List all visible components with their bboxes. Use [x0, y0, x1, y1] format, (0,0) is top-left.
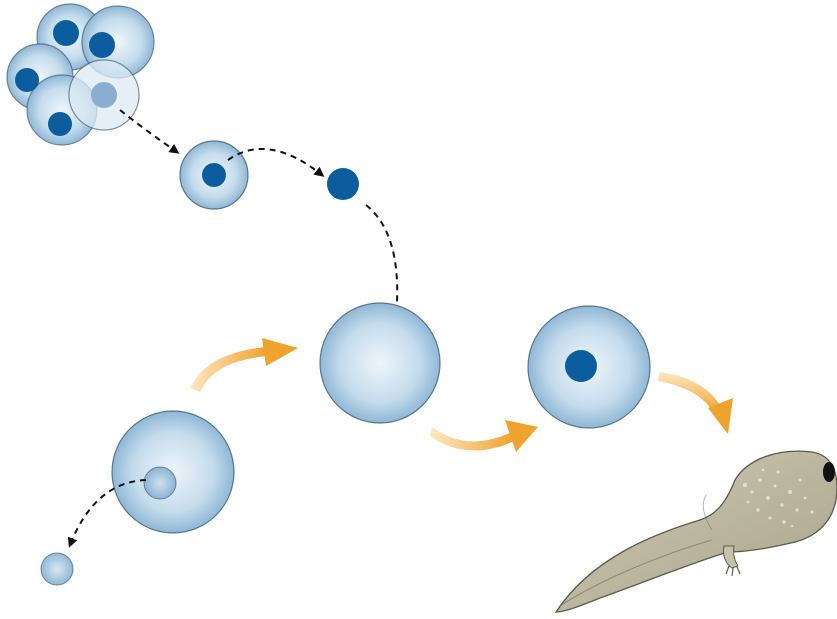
removed-egg-nucleus — [41, 553, 73, 585]
somatic-cell-cluster — [7, 4, 154, 145]
pale-nucleus-icon — [91, 82, 117, 108]
isolated-somatic-cell — [180, 141, 248, 209]
unfertilized-egg — [112, 411, 234, 533]
nucleus-icon — [48, 112, 72, 136]
reconstructed-egg — [528, 306, 650, 428]
process-arrow-enucleate — [190, 338, 298, 392]
egg-nucleus-icon — [144, 467, 176, 499]
enucleated-egg — [320, 303, 440, 423]
donor-nucleus — [327, 168, 359, 200]
nucleus-icon — [202, 163, 226, 187]
tadpole-eye-icon — [823, 462, 835, 482]
nucleus-icon — [15, 68, 39, 92]
nucleus-icon — [89, 32, 115, 58]
process-arrow-reconstruct — [430, 420, 538, 452]
nucleus-icon — [565, 350, 597, 382]
tadpole — [556, 451, 837, 612]
process-arrow-develop — [658, 372, 733, 434]
nucleus-icon — [53, 20, 79, 46]
